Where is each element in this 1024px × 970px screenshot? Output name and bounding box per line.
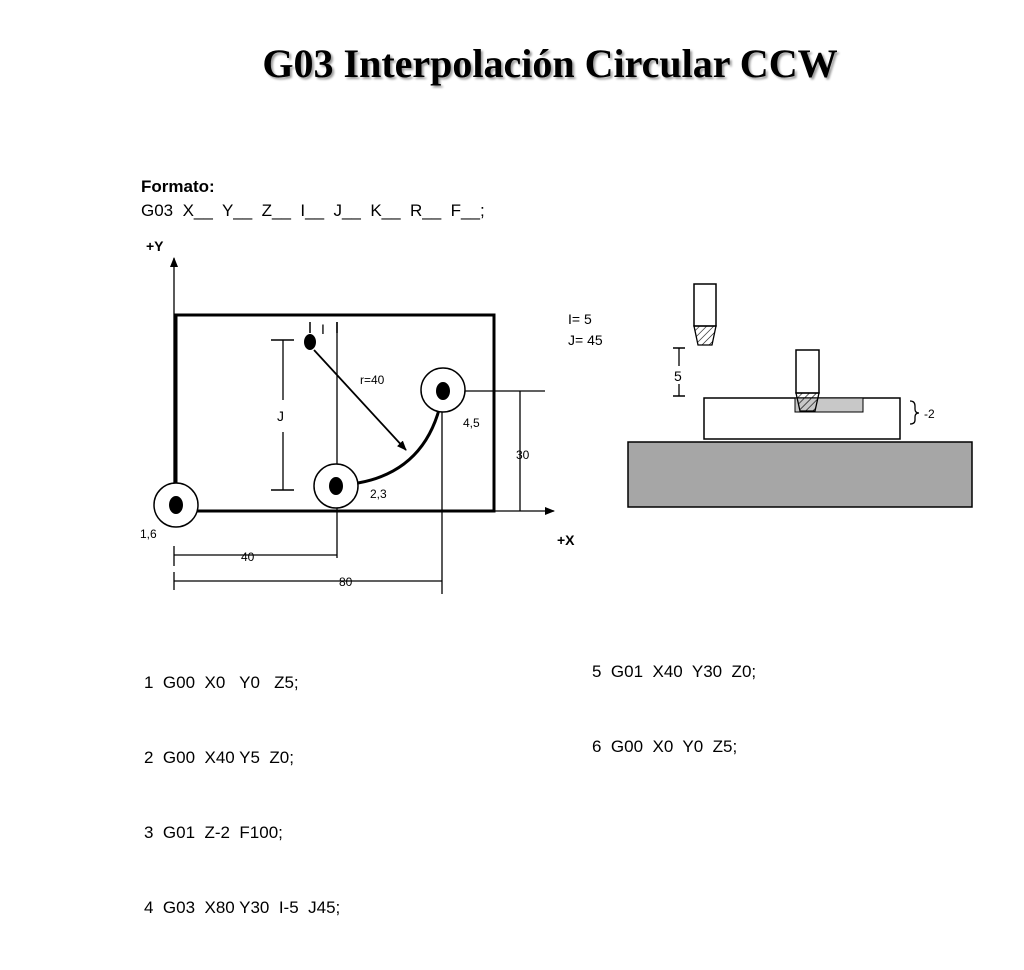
- program-line: 2 G00 X40 Y5 Z0;: [144, 748, 294, 767]
- y-axis-label: +Y: [146, 238, 164, 254]
- point-45-dot: [436, 382, 450, 400]
- dim-80-label: 80: [339, 575, 353, 589]
- dim-40-label: 40: [241, 550, 255, 564]
- offset-marker-label: 5: [674, 368, 682, 384]
- i-marker-label: I: [321, 321, 325, 337]
- tool-lower: [795, 349, 820, 412]
- point-23-dot: [329, 477, 343, 495]
- point-45-label: 4,5: [463, 416, 480, 430]
- program-right: 5 G01 X40 Y30 Z0; 6 G00 X0 Y0 Z5;: [592, 609, 756, 809]
- j-marker-label: J: [277, 408, 284, 424]
- i-value-label: I= 5: [568, 311, 592, 327]
- point-23-label: 2,3: [370, 487, 387, 501]
- radius-label: r=40: [360, 373, 385, 387]
- machine-table: [627, 441, 973, 508]
- radius-arrow: [313, 349, 407, 451]
- format-label: Formato:: [141, 177, 215, 196]
- x-axis-label: +X: [557, 532, 575, 548]
- tool-upper: [693, 283, 717, 346]
- program-left: 1 G00 X0 Y0 Z5; 2 G00 X40 Y5 Z0; 3 G01 Z…: [144, 620, 340, 970]
- program-line: 5 G01 X40 Y30 Z0;: [592, 662, 757, 681]
- point-start-dot: [169, 496, 183, 514]
- program-line: 3 G01 Z-2 F100;: [144, 823, 283, 842]
- j-value-label: J= 45: [568, 332, 603, 348]
- slide: G03 Interpolación Circular CCW Formato: …: [140, 41, 973, 917]
- depth-brace: [909, 400, 920, 425]
- diagram: +Y +X I J r=40 1,6 2,3: [140, 238, 973, 594]
- slide-title: G03 Interpolación Circular CCW: [262, 41, 838, 86]
- program-line: 6 G00 X0 Y0 Z5;: [592, 737, 738, 756]
- point-start-label: 1,6: [140, 527, 157, 541]
- program-line: 4 G03 X80 Y30 I-5 J45;: [144, 898, 341, 917]
- depth-label: -2: [924, 407, 935, 421]
- program-line: 1 G00 X0 Y0 Z5;: [144, 673, 299, 692]
- workpiece-outline: [174, 313, 496, 513]
- arc-center-point: [304, 334, 316, 350]
- dim-30-label: 30: [516, 448, 530, 462]
- format-code: G03 X__ Y__ Z__ I__ J__ K__ R__ F__;: [141, 201, 485, 220]
